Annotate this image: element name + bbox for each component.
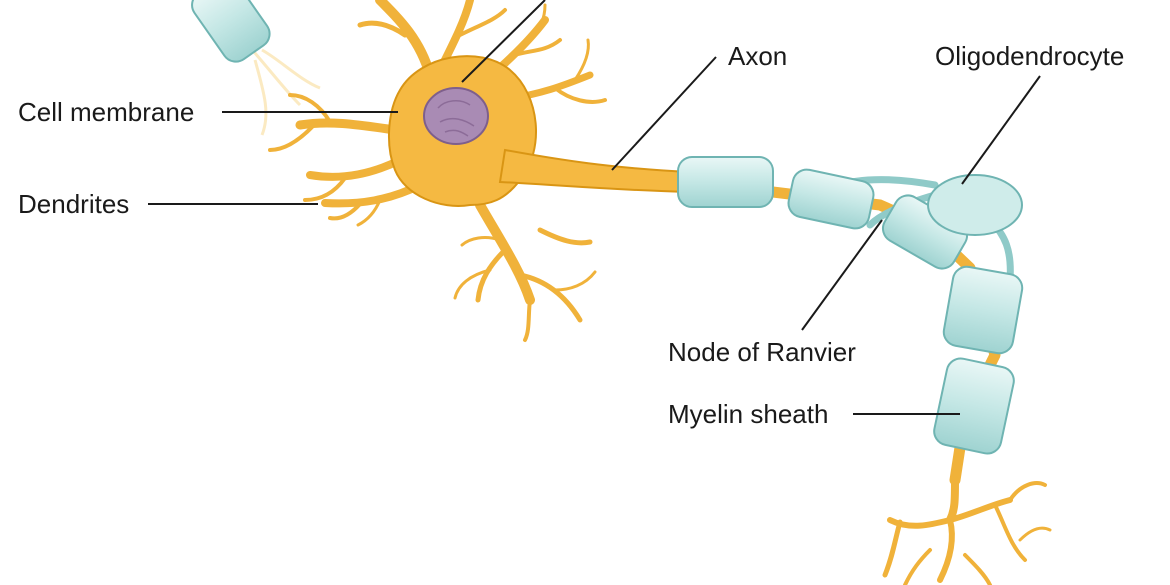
- nucleus-chromatin: [437, 100, 475, 137]
- leader-top: [461, 0, 546, 83]
- leader-lines: [148, 0, 1041, 415]
- myelin-sheath-segments: [677, 156, 1024, 455]
- leader-axon: [611, 56, 717, 171]
- label-dendrites: Dendrites: [18, 189, 130, 219]
- leader-oligodendrocyte: [961, 75, 1041, 185]
- label-axon: Axon: [728, 41, 788, 71]
- nucleus: [423, 87, 489, 145]
- label-myelin-sheath: Myelin sheath: [668, 399, 829, 429]
- label-node-of-ranvier: Node of Ranvier: [668, 337, 856, 367]
- oligodendrocyte-body: [927, 174, 1023, 236]
- myelin-segment-upper-left: [191, 0, 271, 63]
- leader-node-of-ranvier: [801, 219, 883, 331]
- label-oligodendrocyte: Oligodendrocyte: [935, 41, 1125, 71]
- axon-terminals: [882, 476, 1052, 585]
- label-cell-membrane: Cell membrane: [18, 97, 195, 127]
- axon: [498, 148, 691, 194]
